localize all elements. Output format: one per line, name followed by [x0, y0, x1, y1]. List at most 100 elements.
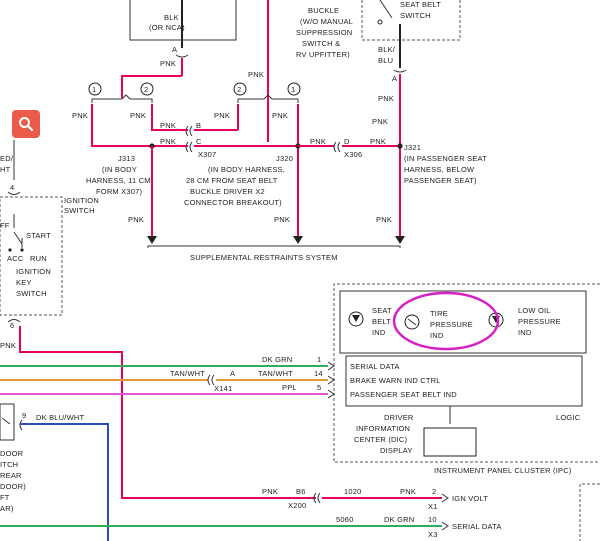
low-oil-ind-l3: IND [518, 328, 532, 337]
dic-l3: CENTER (DIC) [354, 435, 408, 444]
pin-b6: B6 [296, 487, 306, 496]
door-l4: DOOR) [0, 482, 26, 491]
pin-a1: A [172, 45, 177, 54]
label-pnk-ign: PNK [0, 341, 16, 350]
j321-l3: HARNESS, BELOW [404, 165, 475, 174]
label-tan-wht-l: TAN/WHT [170, 369, 205, 378]
seat-belt-ind-l3: IND [372, 328, 386, 337]
j320-l2: (IN BODY HARNESS, [208, 165, 285, 174]
top-left-feed: BLK (OR NCA) A PNK [121, 0, 237, 98]
ipc-brake-warn: BRAKE WARN IND CTRL [350, 376, 441, 385]
pin-2: 2 [432, 487, 436, 496]
pin-1: 1 [317, 355, 321, 364]
door-l1: DOOR [0, 449, 24, 458]
label-pnk-a1: PNK [160, 59, 176, 68]
connector-x3: X3 [428, 530, 438, 539]
ignition-switch: ED/ HT 4 IGNITION SWITCH FF START ACC RU… [0, 140, 316, 499]
label-pnk-r2: PNK [372, 117, 388, 126]
ipc-serial-data-2: SERIAL DATA [452, 522, 502, 531]
buckle-area: BUCKLE (W/O MANUAL SUPPRESSION SWITCH & … [267, 0, 461, 240]
j320-l4: BUCKLE DRIVER X2 [190, 187, 265, 196]
seatbelt-switch-l2: SWITCH [400, 11, 431, 20]
pin-a2: A [392, 74, 397, 83]
door-l5: FT [0, 493, 10, 502]
seat-belt-ind-l1: SEAT [372, 306, 392, 315]
bubble-2-left: 2 [144, 85, 148, 94]
label-dk-blu-wht: DK BLU/WHT [36, 413, 84, 422]
dic-l2: INFORMATION [356, 424, 410, 433]
label-pnk-b6: PNK [262, 487, 278, 496]
srs-label: SUPPLEMENTAL RESTRAINTS SYSTEM [190, 253, 338, 262]
ign-key-l2: KEY [16, 278, 32, 287]
door-l6: AR) [0, 504, 14, 513]
ign-key-l3: SWITCH [16, 289, 47, 298]
instrument-panel-cluster: SEAT BELT IND TIRE PRESSURE IND LOW OIL … [333, 283, 600, 475]
j320-l5: CONNECTOR BREAKOUT) [184, 198, 282, 207]
dic-l1: DRIVER [384, 413, 414, 422]
search-button[interactable] [12, 110, 40, 138]
num-1020: 1020 [344, 487, 362, 496]
j313-l4: FORM X307) [96, 187, 142, 196]
label-pnk-a2: PNK [378, 94, 394, 103]
buckle-l2: (W/O MANUAL [300, 17, 353, 26]
splice-j321: PNK J321 (IN PASSENGER SEAT HARNESS, BEL… [372, 117, 487, 185]
connector-x200: X200 [288, 501, 306, 510]
num-5060: 5060 [336, 515, 354, 524]
j321-l1: J321 [404, 143, 421, 152]
pin-a-x141: A [230, 369, 235, 378]
j321-l4: PASSENGER SEAT) [404, 176, 477, 185]
label-pnk-r: PNK [370, 137, 386, 146]
label-pnk-mid-top: PNK [248, 70, 264, 79]
pin-9: 9 [22, 411, 26, 420]
splice-j313: 1 2 PNK PNK PNK B PNK C X307 J313 (IN BO… [72, 82, 298, 240]
label-ornca: (OR NCA) [149, 23, 185, 32]
label-tan-wht-r: TAN/WHT [258, 369, 293, 378]
ipc-cluster-label: INSTRUMENT PANEL CLUSTER (IPC) [434, 466, 572, 475]
pin-14: 14 [314, 369, 323, 378]
low-oil-ind-l1: LOW OIL [518, 306, 551, 315]
pin-4: 4 [10, 183, 14, 192]
ign-label-l2: SWITCH [64, 206, 95, 215]
label-pnk-low-1: PNK [128, 215, 144, 224]
buckle-l3: SUPPRESSION [296, 28, 352, 37]
label-dk-grn-bottom: DK GRN [384, 515, 414, 524]
label-pnk-c: PNK [160, 137, 176, 146]
pin-10: 10 [428, 515, 437, 524]
door-switch: 9 DK BLU/WHT DOOR ITCH REAR DOOR) FT AR) [0, 403, 109, 541]
label-pnk-l1: PNK [72, 111, 88, 120]
blk-blu-l1: BLK/ [378, 45, 396, 54]
low-oil-ind-l2: PRESSURE [518, 317, 561, 326]
ipc-pass-seat-belt: PASSENGER SEAT BELT IND [350, 390, 457, 399]
dic-l4: DISPLAY [380, 446, 413, 455]
dic-display-box [423, 427, 477, 457]
label-pnk-l2: PNK [130, 111, 146, 120]
label-pnk-low-3: PNK [376, 215, 392, 224]
buckle-l1: BUCKLE [308, 6, 339, 15]
srs-branch: PNK PNK PNK SUPPLEMENTAL RESTRAINTS SYST… [128, 215, 405, 262]
pin-6: 6 [10, 321, 14, 330]
ipc-ign-volt: IGN VOLT [452, 494, 488, 503]
ipc-signal-wires: DK GRN 1 TAN/WHT A TAN/WHT 14 X141 PPL 5 [0, 355, 335, 399]
pin-d: D [344, 137, 350, 146]
j313-l1: J313 [118, 154, 135, 163]
label-blk: BLK [164, 13, 179, 22]
tire-pressure-ind-l3: IND [430, 331, 444, 340]
door-l3: REAR [0, 471, 22, 480]
ign-frag1: ED/ [0, 154, 14, 163]
ign-acc: ACC [7, 254, 24, 263]
blk-blu-l2: BLU [378, 56, 393, 65]
label-pnk-m1: PNK [214, 111, 230, 120]
ign-ff: FF [0, 221, 10, 230]
connector-x141: X141 [214, 384, 232, 393]
connector-x1: X1 [428, 502, 438, 511]
j313-l2: (IN BODY [102, 165, 137, 174]
tire-pressure-highlight [392, 291, 500, 351]
label-pnk-b: PNK [160, 121, 176, 130]
door-l2: ITCH [0, 460, 18, 469]
ign-start: START [26, 231, 51, 240]
label-pnk-low-2: PNK [274, 215, 290, 224]
j313-l3: HARNESS, 11 CM [86, 176, 151, 185]
label-pnk-m2: PNK [272, 111, 288, 120]
label-pnk-d: PNK [310, 137, 326, 146]
connector-x307: X307 [198, 150, 216, 159]
